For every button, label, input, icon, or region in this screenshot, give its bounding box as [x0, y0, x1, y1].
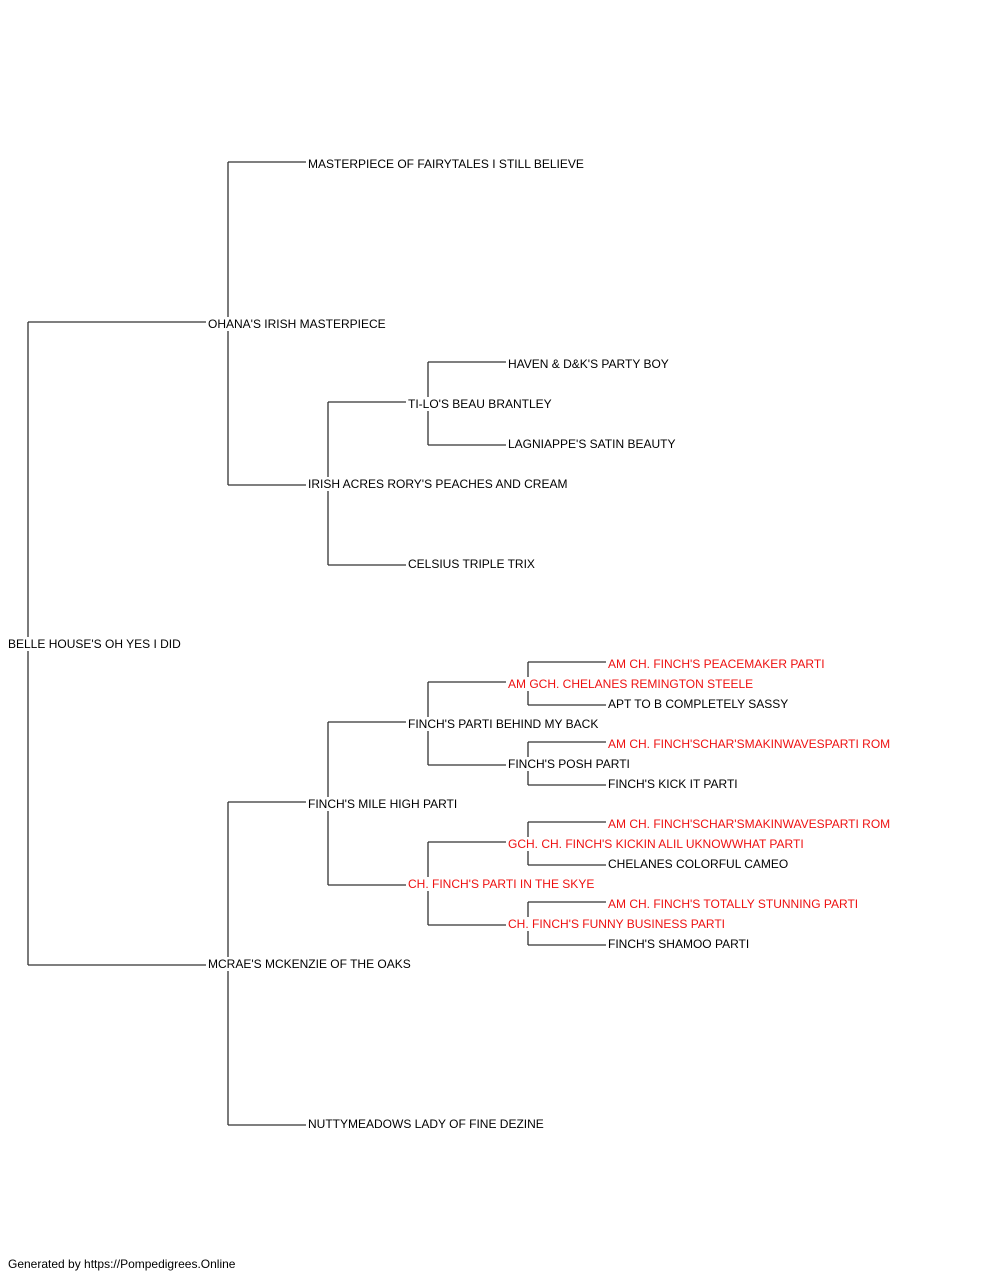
pedigree-node-dam-sire-sire-sire: AM GCH. CHELANES REMINGTON STEELE — [508, 677, 754, 691]
pedigree-node-sire-dam-sire-sire: HAVEN & D&K'S PARTY BOY — [508, 357, 669, 371]
pedigree-node-sire-dam: IRISH ACRES RORY'S PEACHES AND CREAM — [308, 477, 568, 491]
pedigree-node-dam-sire-sire-sire-sire: AM CH. FINCH'S PEACEMAKER PARTI — [608, 657, 825, 671]
pedigree-node-dam-sire-sire-dam-dam: FINCH'S KICK IT PARTI — [608, 777, 738, 791]
pedigree-node-dam-sire-dam-sire-dam: CHELANES COLORFUL CAMEO — [608, 857, 789, 871]
pedigree-node-sire-sire: MASTERPIECE OF FAIRYTALES I STILL BELIEV… — [308, 157, 584, 171]
pedigree-node-dam-sire-dam: CH. FINCH'S PARTI IN THE SKYE — [408, 877, 595, 891]
pedigree-node-sire: OHANA'S IRISH MASTERPIECE — [208, 317, 386, 331]
pedigree-node-dam-sire-sire-dam: FINCH'S POSH PARTI — [508, 757, 630, 771]
pedigree-node-sire-dam-sire-dam: LAGNIAPPE'S SATIN BEAUTY — [508, 437, 676, 451]
pedigree-node-dam-dam: NUTTYMEADOWS LADY OF FINE DEZINE — [308, 1117, 544, 1131]
pedigree-node-dam-sire-sire-dam-sire: AM CH. FINCH'SCHAR'SMAKINWAVESPARTI ROM — [608, 737, 891, 751]
pedigree-node-dam-sire-sire: FINCH'S PARTI BEHIND MY BACK — [408, 717, 599, 731]
pedigree-node-subject: BELLE HOUSE'S OH YES I DID — [8, 637, 181, 651]
pedigree-node-dam-sire-dam-dam: CH. FINCH'S FUNNY BUSINESS PARTI — [508, 917, 725, 931]
footer-credit: Generated by https://Pompedigrees.Online — [8, 1257, 236, 1271]
pedigree-node-dam-sire-sire-sire-dam: APT TO B COMPLETELY SASSY — [608, 697, 789, 711]
pedigree-node-dam-sire-dam-sire-sire: AM CH. FINCH'SCHAR'SMAKINWAVESPARTI ROM — [608, 817, 891, 831]
pedigree-node-sire-dam-dam: CELSIUS TRIPLE TRIX — [408, 557, 535, 571]
pedigree-node-dam-sire-dam-sire: GCH. CH. FINCH'S KICKIN ALIL UKNOWWHAT P… — [508, 837, 804, 851]
pedigree-node-sire-dam-sire: TI-LO'S BEAU BRANTLEY — [408, 397, 552, 411]
pedigree-node-dam-sire-dam-dam-dam: FINCH'S SHAMOO PARTI — [608, 937, 750, 951]
pedigree-node-dam-sire-dam-dam-sire: AM CH. FINCH'S TOTALLY STUNNING PARTI — [608, 897, 859, 911]
pedigree-node-dam: MCRAE'S MCKENZIE OF THE OAKS — [208, 957, 411, 971]
pedigree-node-dam-sire: FINCH'S MILE HIGH PARTI — [308, 797, 458, 811]
